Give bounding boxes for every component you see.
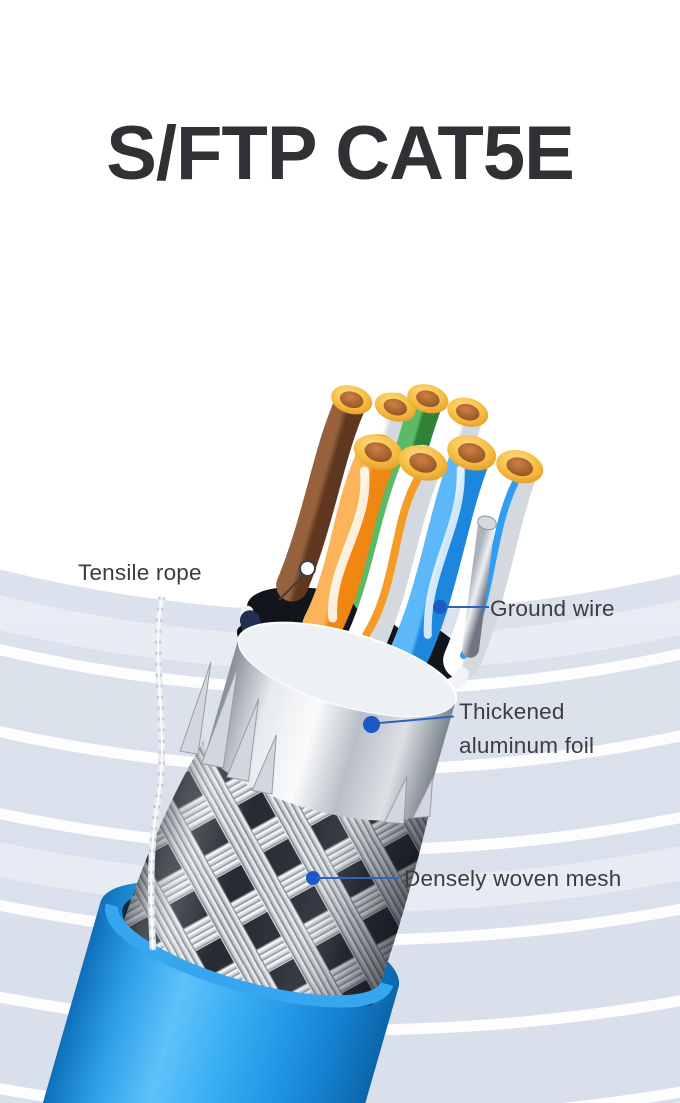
aluminum-foil-label: Thickened aluminum foil: [459, 695, 594, 763]
ground-wire: [462, 515, 497, 658]
aluminum-foil-callout-dot: [363, 716, 380, 733]
aluminum-foil-label-line1: Thickened: [459, 699, 565, 724]
cable-body: [8, 384, 544, 1103]
woven-mesh-callout-dot: [306, 871, 320, 885]
copper-conductor-tips-front: [353, 434, 544, 484]
tensile-rope-pin-icon: [299, 560, 316, 577]
woven-mesh-layer: [116, 661, 434, 1031]
ground-wire-leader-line: [444, 606, 489, 608]
mesh-strand-spikes: [179, 661, 434, 825]
ground-wire-callout-dot: [433, 600, 447, 614]
outer-jacket: [8, 901, 399, 1103]
woven-mesh-label: Densely woven mesh: [404, 866, 622, 891]
twisted-pair-wires-front: [302, 434, 538, 680]
aluminum-foil-label-line2: aluminum foil: [459, 733, 595, 758]
tensile-rope: [147, 596, 166, 951]
product-title: S/FTP CAT5E: [106, 111, 575, 196]
woven-mesh-leader-line: [317, 877, 399, 879]
tensile-rope-label: Tensile rope: [78, 560, 202, 585]
ground-wire-label: Ground wire: [490, 596, 615, 621]
copper-conductor-tips-back: [331, 384, 489, 427]
